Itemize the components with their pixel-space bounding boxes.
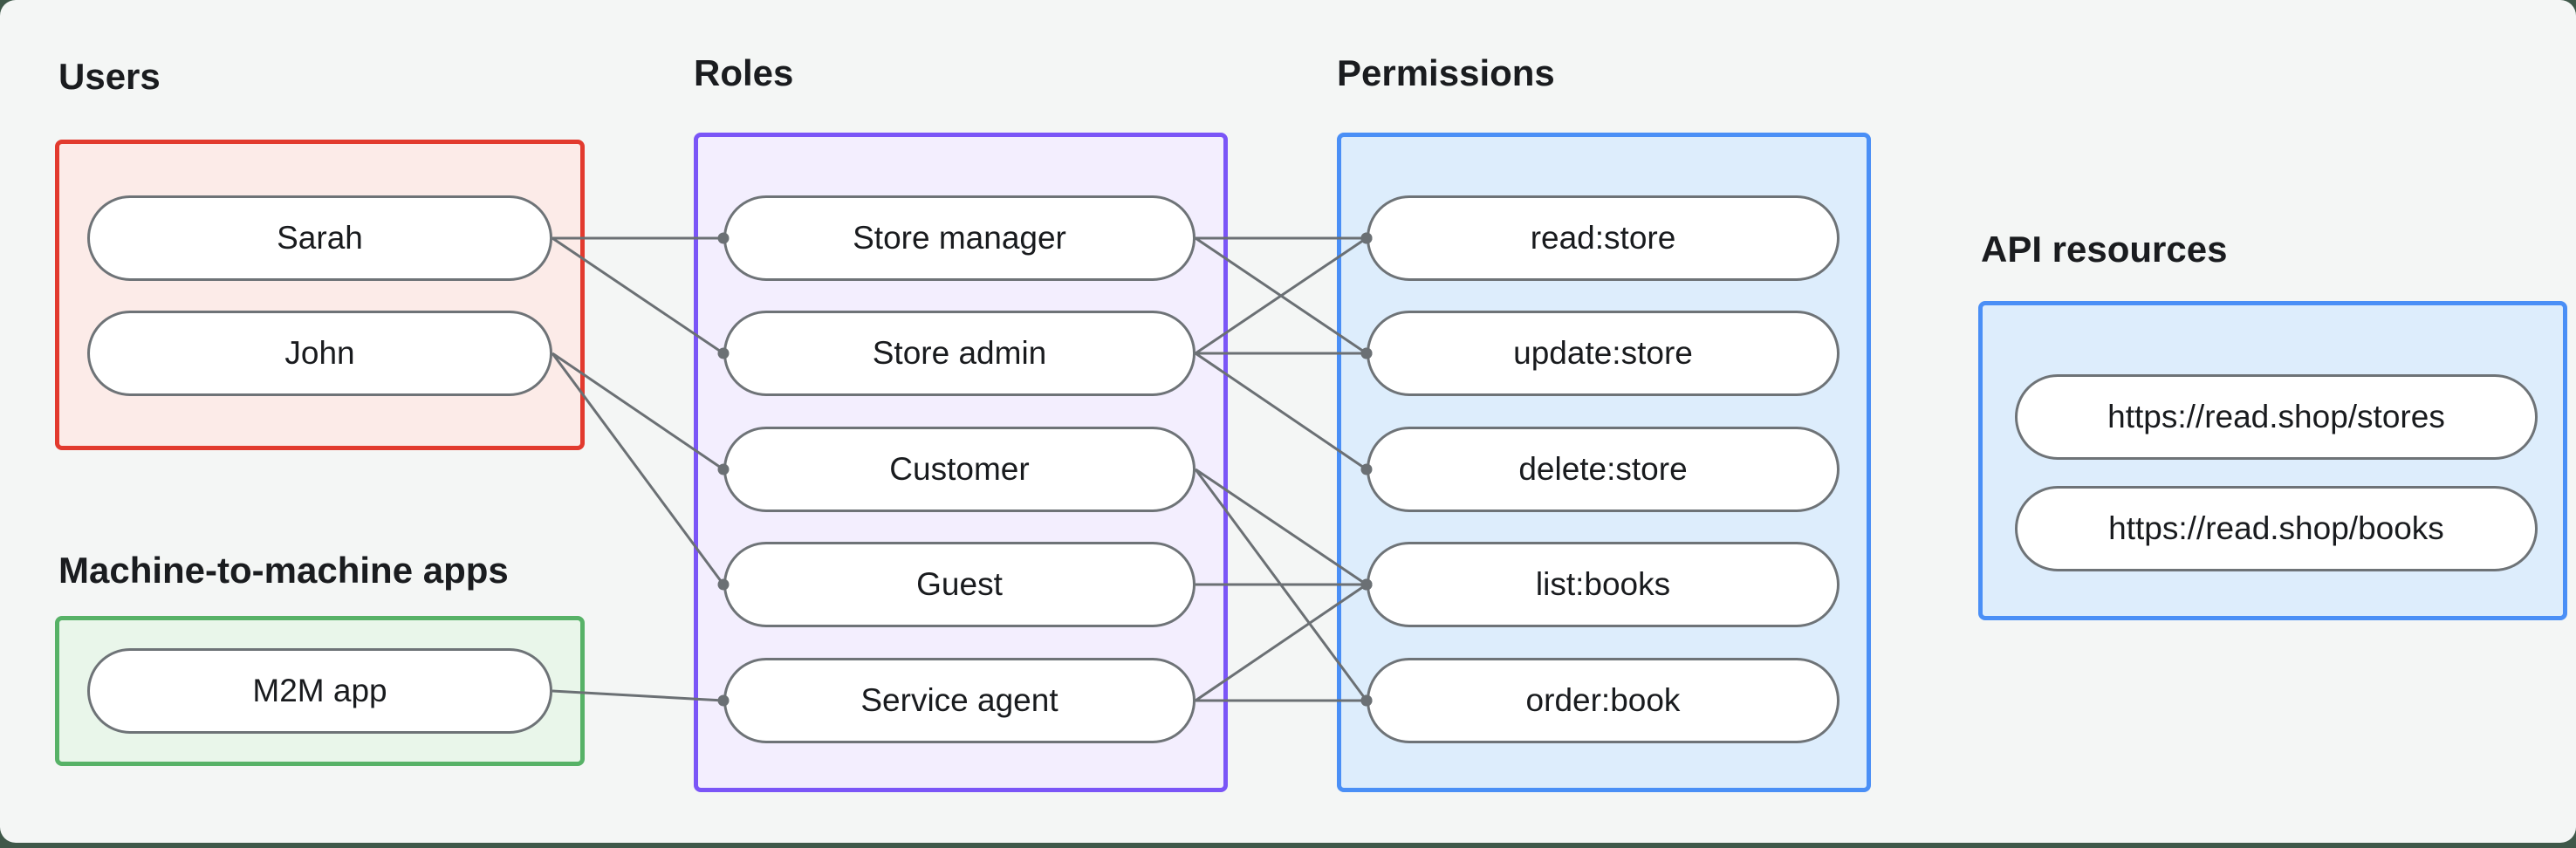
node-store-manager: Store manager	[723, 195, 1196, 281]
permissions-group-label: Permissions	[1337, 52, 1555, 93]
node-list-books: list:books	[1367, 542, 1840, 627]
users-group-box	[55, 140, 585, 450]
node-john: John	[87, 311, 552, 396]
node-update-store: update:store	[1367, 311, 1840, 396]
roles-group-label: Roles	[694, 52, 794, 93]
m2m-group-label: Machine-to-machine apps	[58, 550, 509, 591]
node-store-admin: Store admin	[723, 311, 1196, 396]
node-sarah: Sarah	[87, 195, 552, 281]
node-order-book: order:book	[1367, 658, 1840, 743]
node-customer: Customer	[723, 427, 1196, 512]
api-group-label: API resources	[1981, 229, 2228, 270]
node-stores-api: https://read.shop/stores	[2015, 374, 2538, 460]
node-service-agent: Service agent	[723, 658, 1196, 743]
users-group-label: Users	[58, 56, 161, 97]
node-guest: Guest	[723, 542, 1196, 627]
node-delete-store: delete:store	[1367, 427, 1840, 512]
node-read-store: read:store	[1367, 195, 1840, 281]
node-m2m-app: M2M app	[87, 648, 552, 734]
node-books-api: https://read.shop/books	[2015, 486, 2538, 571]
